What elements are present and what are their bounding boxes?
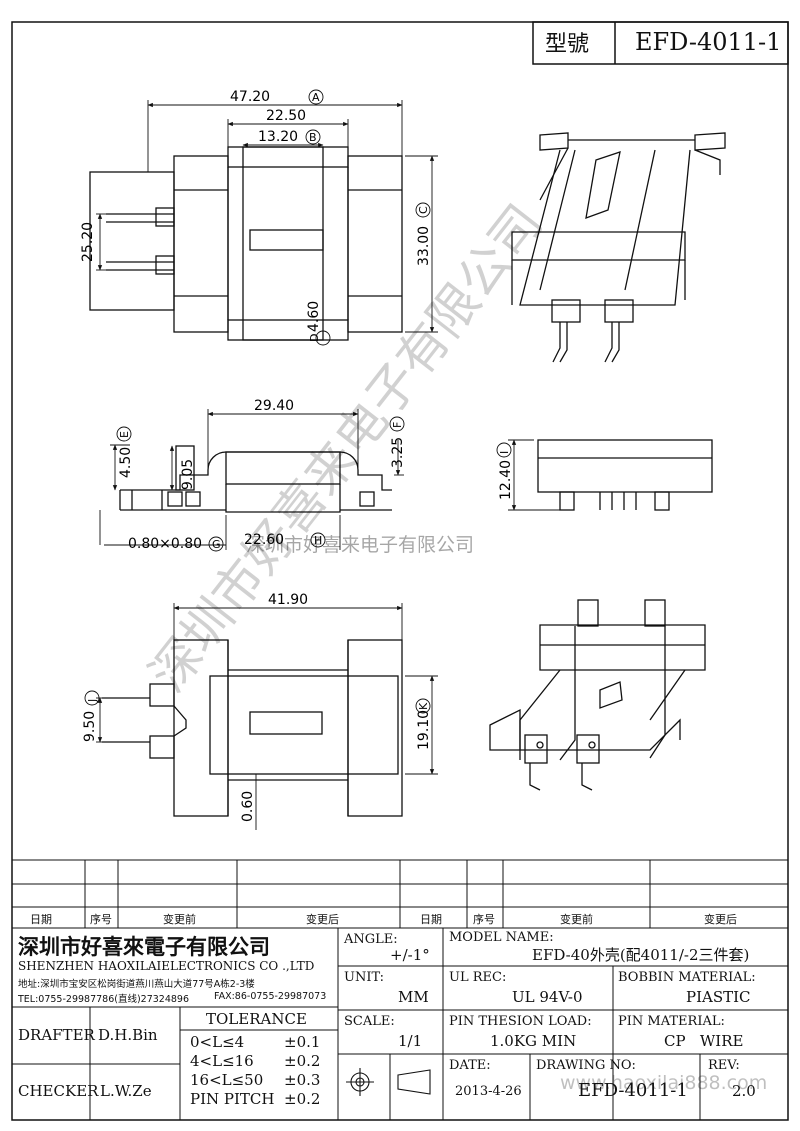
tag-g: G — [212, 538, 221, 551]
scale-value: 1/1 — [398, 1032, 423, 1050]
dim-pin-size: 0.80×0.80 — [128, 536, 202, 552]
ul-rec-value: UL 94V-0 — [512, 988, 583, 1006]
tag-h: H — [314, 534, 322, 547]
rev-header-date-2: 日期 — [420, 913, 442, 926]
model-name-label: MODEL NAME: — [449, 930, 554, 945]
dim-bottom-height: 19.10 — [416, 710, 432, 750]
isometric-view-bottom — [489, 599, 706, 791]
tag-a: A — [312, 91, 320, 104]
top-view-dimensions — [96, 100, 438, 333]
side-view-dimensions — [99, 409, 404, 550]
tolerance-value-3: ±0.2 — [284, 1090, 321, 1108]
rev-header-seq-1: 序号 — [90, 913, 112, 926]
model-name-value: EFD-40外壳(配4011/-2三件套) — [532, 946, 750, 964]
date-value: 2013-4-26 — [455, 1084, 522, 1099]
tag-f: F — [391, 422, 404, 428]
tolerance-range-0: 0<L≤4 — [190, 1033, 245, 1051]
pin-load-label: PIN THESION LOAD: — [449, 1014, 592, 1029]
dim-base-width: 22.60 — [244, 532, 284, 548]
ul-rec-label: UL REC: — [449, 970, 507, 985]
rev-value: 2.0 — [732, 1082, 756, 1100]
rev-header-date-1: 日期 — [30, 913, 52, 926]
dim-side-width: 29.40 — [254, 398, 294, 414]
isometric-view-top — [511, 132, 726, 363]
dim-bottom-width: 41.90 — [268, 592, 308, 608]
bottom-view-dimensions — [96, 603, 438, 830]
rev-label: REV: — [708, 1058, 740, 1073]
angle-value: +/-1° — [390, 946, 430, 964]
bobbin-material-value: PIASTIC — [686, 988, 751, 1006]
dim-mid-width: 22.50 — [266, 108, 306, 124]
bottom-view — [102, 639, 403, 817]
dim-left-height: 4.50 — [118, 447, 134, 478]
watermark-url: www.haoxilai888.com — [560, 1072, 768, 1094]
dim-pin-span: 25.20 — [80, 222, 96, 262]
rev-header-after-1: 变更后 — [306, 913, 339, 926]
unit-value: MM — [398, 988, 429, 1006]
tag-c: C — [417, 206, 430, 214]
title-model-number: EFD-4011-1 — [635, 28, 782, 56]
end-view-dimensions — [508, 439, 560, 511]
rev-header-seq-2: 序号 — [473, 913, 495, 926]
dim-height: 33.00 — [416, 226, 432, 266]
drafter-name: D.H.Bin — [98, 1026, 158, 1044]
company-name-en: SHENZHEN HAOXILAIELECTRONICS CO .,LTD — [18, 959, 315, 973]
sheet-border — [11, 21, 789, 1121]
unit-label: UNIT: — [344, 970, 385, 985]
tolerance-value-2: ±0.3 — [284, 1071, 321, 1089]
tag-b: B — [309, 131, 317, 144]
dim-gap: 0.60 — [240, 791, 256, 822]
drawing-no-label: DRAWING NO: — [536, 1058, 636, 1073]
pin-material-value: CP WIRE — [664, 1032, 744, 1050]
title-box — [532, 21, 789, 65]
checker-name: L.W.Ze — [100, 1082, 152, 1100]
dim-right-height: 3.25 — [390, 437, 406, 468]
tag-e: E — [118, 431, 131, 438]
projection-symbol — [346, 1068, 431, 1096]
rev-header-before-2: 变更前 — [560, 913, 593, 926]
dim-overall-width: 47.20 — [230, 89, 270, 105]
dim-slot: 4.60 — [306, 301, 322, 332]
rev-header-after-2: 变更后 — [704, 913, 737, 926]
company-address: 地址:深圳市宝安区松岗街道燕川燕山大道77号A栋2-3楼 — [18, 979, 255, 990]
pin-material-label: PIN MATERIAL: — [618, 1014, 725, 1029]
drawing-no-value: EFD-4011-1 — [578, 1080, 688, 1101]
end-view — [537, 439, 713, 511]
tag-k: K — [417, 702, 430, 710]
drafter-label: DRAFTER — [18, 1026, 95, 1044]
pin-load-value: 1.0KG MIN — [490, 1032, 577, 1050]
angle-label: ANGLE: — [344, 932, 398, 947]
dim-total-height: 12.40 — [498, 460, 514, 500]
tolerance-range-2: 16<L≤50 — [190, 1071, 264, 1089]
checker-label: CHECKER — [18, 1082, 99, 1100]
titleblock-grid — [12, 928, 788, 1120]
tolerance-value-1: ±0.2 — [284, 1052, 321, 1070]
tolerance-range-1: 4<L≤16 — [190, 1052, 254, 1070]
dim-inner-height: 9.05 — [180, 459, 196, 490]
top-view — [89, 146, 403, 341]
tag-i: I — [498, 451, 511, 454]
title-label: 型號 — [545, 32, 590, 57]
dim-pin-pitch: 9.50 — [82, 711, 98, 742]
tolerance-range-3: PIN PITCH — [190, 1090, 275, 1108]
tolerance-label: TOLERANCE — [206, 1010, 307, 1028]
revision-table-grid — [12, 859, 788, 929]
company-tel: TEL:0755-29987786(直线)27324896 — [18, 994, 190, 1005]
tolerance-value-0: ±0.1 — [284, 1033, 321, 1051]
tag-j: J — [86, 699, 99, 703]
dim-inner-width: 13.20 — [258, 129, 298, 145]
rev-header-before-1: 变更前 — [163, 913, 196, 926]
company-name-cn: 深圳市好喜來電子有限公司 — [18, 934, 270, 959]
date-label: DATE: — [449, 1058, 491, 1073]
scale-label: SCALE: — [344, 1014, 395, 1029]
tag-d: D — [308, 334, 321, 342]
company-fax: FAX:86-0755-29987073 — [214, 991, 327, 1002]
watermark-center: 深圳市好喜来电子有限公司 — [246, 534, 475, 556]
bobbin-material-label: BOBBIN MATERIAL: — [618, 970, 756, 985]
